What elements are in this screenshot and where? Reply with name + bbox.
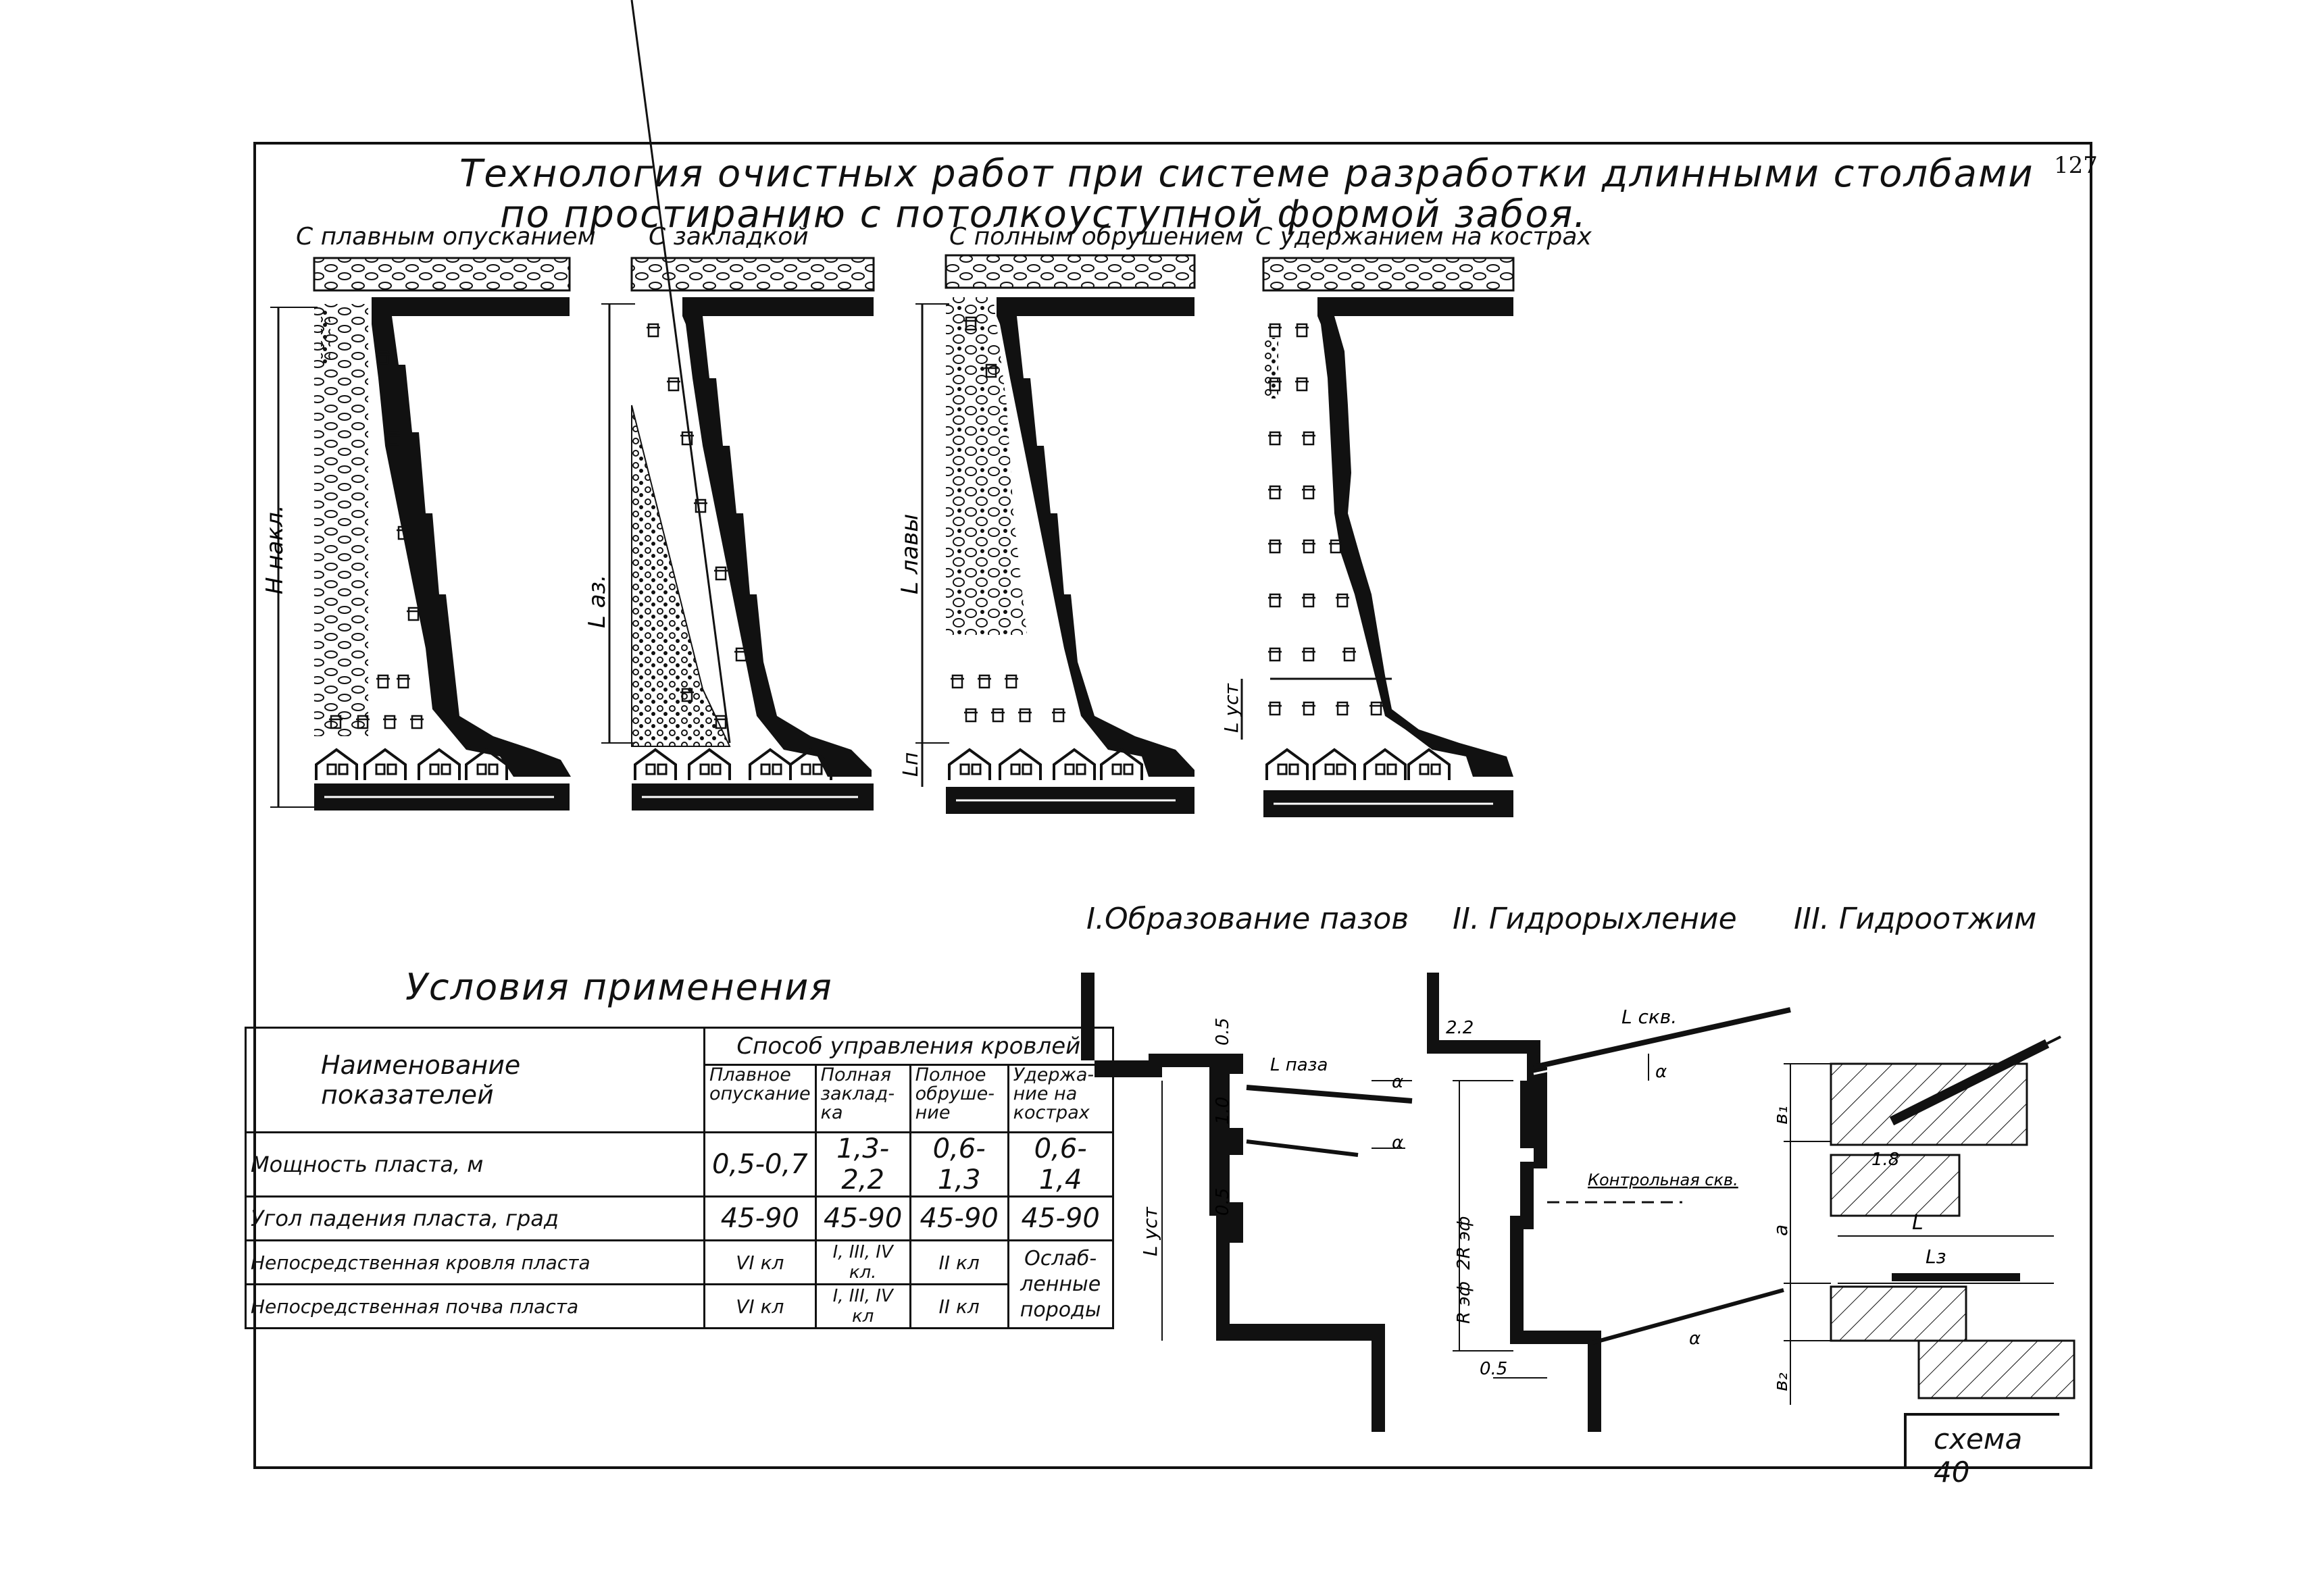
cell-value: I, III, IV кл [814,1283,911,1329]
cell-value: 45-90 [814,1195,911,1241]
stage-2-l-skv: L скв. [1621,1006,1677,1028]
cell-value: VI кл [703,1239,817,1285]
row-label-thickness: Мощность пласта, м [245,1131,705,1198]
row-label-floor: Непосредственная почва пласта [245,1283,705,1329]
col-full-backfill: Полная заклад-ка [814,1064,911,1133]
method-caption-backfill: С закладкой [649,223,809,251]
stage-3-dim-a: 1.8 [1871,1150,1899,1170]
stage-1-dim-b: 1.0 [1213,1097,1233,1125]
cell-value: 1,3-2,2 [814,1131,911,1198]
stage-3-l: L [1912,1211,1923,1235]
title-line-2: по простиранию с потолкоуступной формой … [500,192,1588,236]
stage-3-a: а [1769,1225,1792,1236]
stage-1-title: I.Образование пазов [1086,902,1409,936]
stage-1-l-paza: L паза [1270,1055,1328,1075]
stage-2-2r-eff: 2R эф [1454,1216,1474,1270]
stage-3-b1: в₁ [1769,1106,1792,1125]
stage-2-alpha-2: α [1689,1329,1701,1349]
cell-value: I, III, IV кл. [814,1239,911,1285]
stage-3-b2: в₂ [1769,1372,1792,1391]
scheme-label: схема 40 [1904,1413,2059,1489]
cell-value-weakened-rocks: Ослаб-ленные породы [1007,1239,1114,1329]
col-cribs: Удержа-ние на кострах [1007,1064,1114,1133]
header-roof-control: Способ управления кровлей [703,1027,1114,1066]
stage-3-diagram: 1.8 L Lз в₁ а в₂ [1769,1035,2076,1405]
stage-1-l-ust: L уст [1139,1207,1161,1256]
title-line-1: Технология очистных работ при системе ра… [459,152,2034,196]
dim-l-az: L аз. [584,575,611,628]
conditions-table: Наименование показателей Способ управлен… [245,1027,1114,1329]
stage-1-diagram: 0.5 1.0 0.5 L паза L уст α α [1081,973,1413,1432]
page-number: 127 [2054,152,2098,179]
stage-1-alpha-1: α [1392,1072,1403,1092]
cell-value: II кл [909,1239,1009,1285]
col-full-caving: Полное обруше-ние [909,1064,1009,1133]
diagram-smooth-lowering: H накл. [261,257,571,810]
row-label-dip-angle: Угол падения пласта, град [245,1195,705,1241]
stage-2-title: II. Гидрорыхление [1453,902,1737,936]
stage-2-alpha-1: α [1655,1062,1667,1082]
method-caption-full-caving: С полным обрушением [949,223,1244,251]
dim-h-incl: H накл. [261,505,288,594]
dim-l-ust: L уст [1220,684,1242,733]
diagram-full-caving: L лавы Lп [897,254,1196,814]
cell-value: 0,6-1,4 [1007,1131,1114,1198]
cell-value: II кл [909,1283,1009,1329]
stage-1-dim-a: 0.5 [1213,1018,1233,1046]
dim-l-lavy: L лавы [897,514,924,594]
cell-value: 45-90 [909,1195,1009,1241]
stage-2-control-hole: Контрольная скв. [1588,1170,1738,1189]
cell-value: 0,5-0,7 [703,1131,817,1198]
header-indicator-name: Наименование показателей [245,1027,705,1133]
method-caption-cribs: С удержанием на кострах [1255,223,1592,251]
diagram-cribs: L уст [1220,257,1515,817]
col-smooth-lowering: Плавное опускание [703,1064,817,1133]
diagram-backfill: L аз. [584,0,875,810]
stage-3-l-z: Lз [1926,1245,1946,1268]
stage-3-title: III. Гидроотжим [1794,902,2037,936]
row-label-roof: Непосредственная кровля пласта [245,1239,705,1285]
stage-2-r-eff: R эф [1454,1281,1474,1324]
cell-value: 45-90 [1007,1195,1114,1241]
cell-value: 0,6-1,3 [909,1131,1009,1198]
dim-l-p: Lп [899,752,923,777]
stage-1-alpha-2: α [1392,1133,1403,1153]
method-caption-smooth-lowering: С плавным опусканием [296,223,596,251]
stage-2-dim-a: 2.2 [1446,1018,1474,1038]
stage-2-dim-b: 0.5 [1480,1359,1507,1379]
stage-2-diagram: 2.2 L скв. Контрольная скв. 2R эф R эф 0… [1427,973,1791,1432]
stage-1-dim-c: 0.5 [1213,1188,1233,1216]
drawing-frame [253,142,2092,1469]
cell-value: VI кл [703,1283,817,1329]
cell-value: 45-90 [703,1195,817,1241]
conditions-title: Условия применения [405,966,833,1008]
